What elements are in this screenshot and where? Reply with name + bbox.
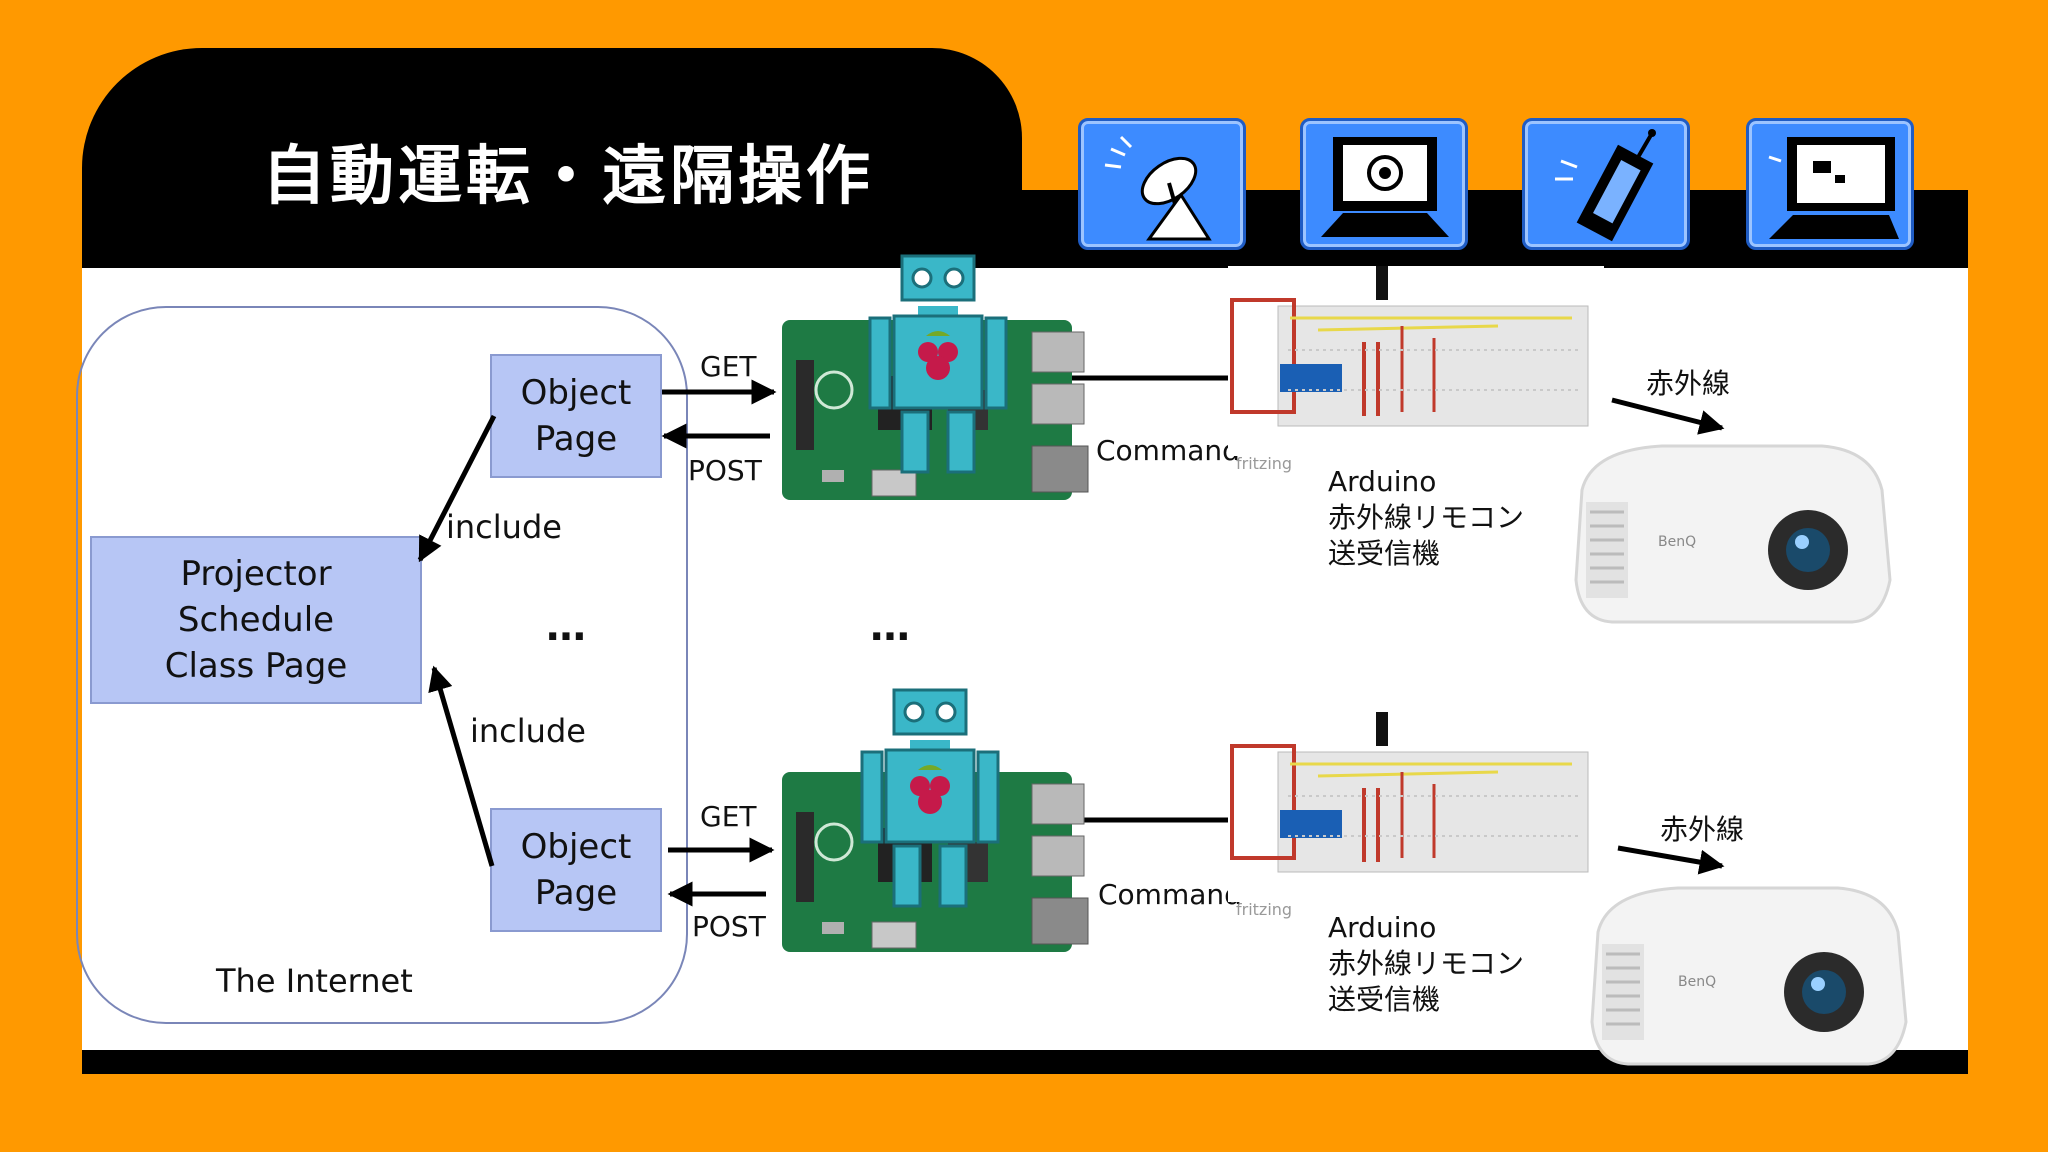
slide-title: 自動運転・遠隔操作 bbox=[262, 140, 874, 214]
breadboard-bottom bbox=[1226, 710, 1606, 904]
computer-at-icon bbox=[1300, 118, 1468, 250]
infrared-label-bottom: 赤外線 bbox=[1660, 813, 1745, 846]
internet-label: The Internet bbox=[216, 962, 413, 1000]
get-label-top: GET bbox=[700, 350, 757, 383]
arduino-label-bottom: Arduino 赤外線リモコン 送受信機 bbox=[1328, 911, 1525, 1016]
fritzing-label-top: fritzing bbox=[1236, 454, 1293, 473]
desktop-computer-icon bbox=[1746, 118, 1914, 250]
object-page-top: Object Page bbox=[490, 354, 662, 478]
get-label-bottom: GET bbox=[700, 800, 757, 833]
ellipsis-left: … bbox=[546, 604, 592, 650]
infrared-label-top: 赤外線 bbox=[1646, 367, 1731, 400]
internet-region bbox=[76, 306, 688, 1024]
post-label-top: POST bbox=[688, 454, 762, 487]
command-label-top: Command bbox=[1096, 434, 1240, 467]
include-label-top: include bbox=[446, 508, 562, 546]
projector-top bbox=[1574, 444, 1892, 624]
projector-brand-top: BenQ bbox=[1658, 534, 1697, 550]
command-label-bottom: Command bbox=[1098, 878, 1242, 911]
include-label-bottom: include bbox=[470, 712, 586, 750]
projector-schedule-class-page: Projector Schedule Class Page bbox=[90, 536, 422, 704]
ellipsis-mid: … bbox=[870, 604, 916, 650]
mobile-phone-icon bbox=[1522, 118, 1690, 250]
projector-bottom bbox=[1590, 886, 1908, 1066]
object-page-bottom: Object Page bbox=[490, 808, 662, 932]
satellite-dish-icon bbox=[1078, 118, 1246, 250]
title-tab bbox=[82, 48, 1022, 258]
breadboard-top bbox=[1226, 264, 1606, 458]
fritzing-label-bottom: fritzing bbox=[1236, 900, 1293, 919]
post-label-bottom: POST bbox=[692, 910, 766, 943]
arduino-label-top: Arduino 赤外線リモコン 送受信機 bbox=[1328, 465, 1525, 570]
projector-brand-bottom: BenQ bbox=[1678, 974, 1717, 990]
